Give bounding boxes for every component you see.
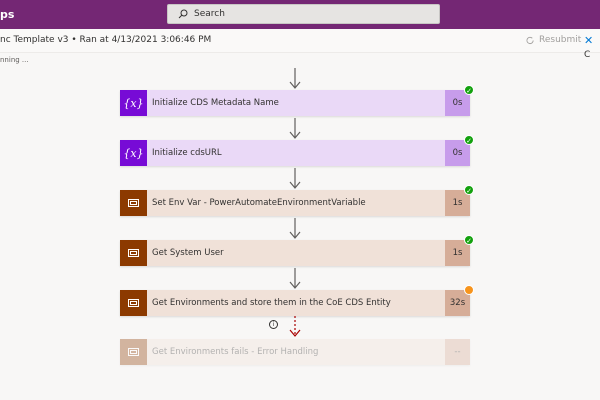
step-label: Get Environments fails - Error Handling: [147, 339, 445, 365]
app-name: ps: [0, 8, 15, 21]
run-title: nc Template v3 • Ran at 4/13/2021 3:06:4…: [0, 35, 212, 45]
connector-arrow-icon: [289, 268, 301, 289]
close-icon: ✕: [584, 34, 594, 47]
connector-arrow-icon: [289, 316, 301, 337]
flow-step[interactable]: Get System User 1s✓: [120, 235, 474, 266]
step-duration: --: [445, 339, 470, 365]
cancel-button[interactable]: ✕ C: [584, 34, 600, 60]
connector-icon: [120, 290, 147, 316]
resubmit-icon: [526, 36, 534, 44]
connector-icon: [120, 240, 147, 266]
connector-icon: [120, 339, 147, 365]
search-icon: [178, 9, 188, 19]
success-check-icon: ✓: [464, 235, 474, 245]
step-label: Initialize cdsURL: [147, 140, 445, 166]
flow-step[interactable]: Set Env Var - PowerAutomateEnvironmentVa…: [120, 185, 474, 216]
step-label: Get System User: [147, 240, 445, 266]
connector-icon: [120, 190, 147, 216]
top-bar: ps Search: [0, 0, 600, 29]
resubmit-label: Resubmit: [539, 35, 582, 45]
flow-step[interactable]: Get Environments and store them in the C…: [120, 285, 474, 316]
step-label: Get Environments and store them in the C…: [147, 290, 445, 316]
step-label: Set Env Var - PowerAutomateEnvironmentVa…: [147, 190, 445, 216]
resubmit-button[interactable]: Resubmit: [526, 35, 581, 45]
success-check-icon: ✓: [464, 185, 474, 195]
run-header: nc Template v3 • Ran at 4/13/2021 3:06:4…: [0, 29, 600, 60]
connector-arrow-icon: [289, 168, 301, 189]
running-clock-icon: [464, 285, 474, 295]
info-icon[interactable]: i: [269, 320, 278, 329]
connector-arrow-icon: [289, 218, 301, 239]
flow-step[interactable]: {x} Initialize CDS Metadata Name 0s✓: [120, 85, 474, 116]
connector-arrow-icon: [289, 118, 301, 139]
success-check-icon: ✓: [464, 135, 474, 145]
run-status: nning ...: [0, 56, 29, 64]
success-check-icon: ✓: [464, 85, 474, 95]
search-input[interactable]: Search: [167, 4, 440, 24]
flow-step[interactable]: {x} Initialize cdsURL 0s✓: [120, 135, 474, 166]
step-label: Initialize CDS Metadata Name: [147, 90, 445, 116]
cancel-label: C: [584, 50, 591, 60]
search-placeholder: Search: [194, 9, 225, 19]
variable-icon: {x}: [120, 140, 147, 166]
variable-icon: {x}: [120, 90, 147, 116]
connector-arrow-icon: [289, 68, 301, 89]
flow-step[interactable]: Get Environments fails - Error Handling …: [120, 339, 470, 365]
